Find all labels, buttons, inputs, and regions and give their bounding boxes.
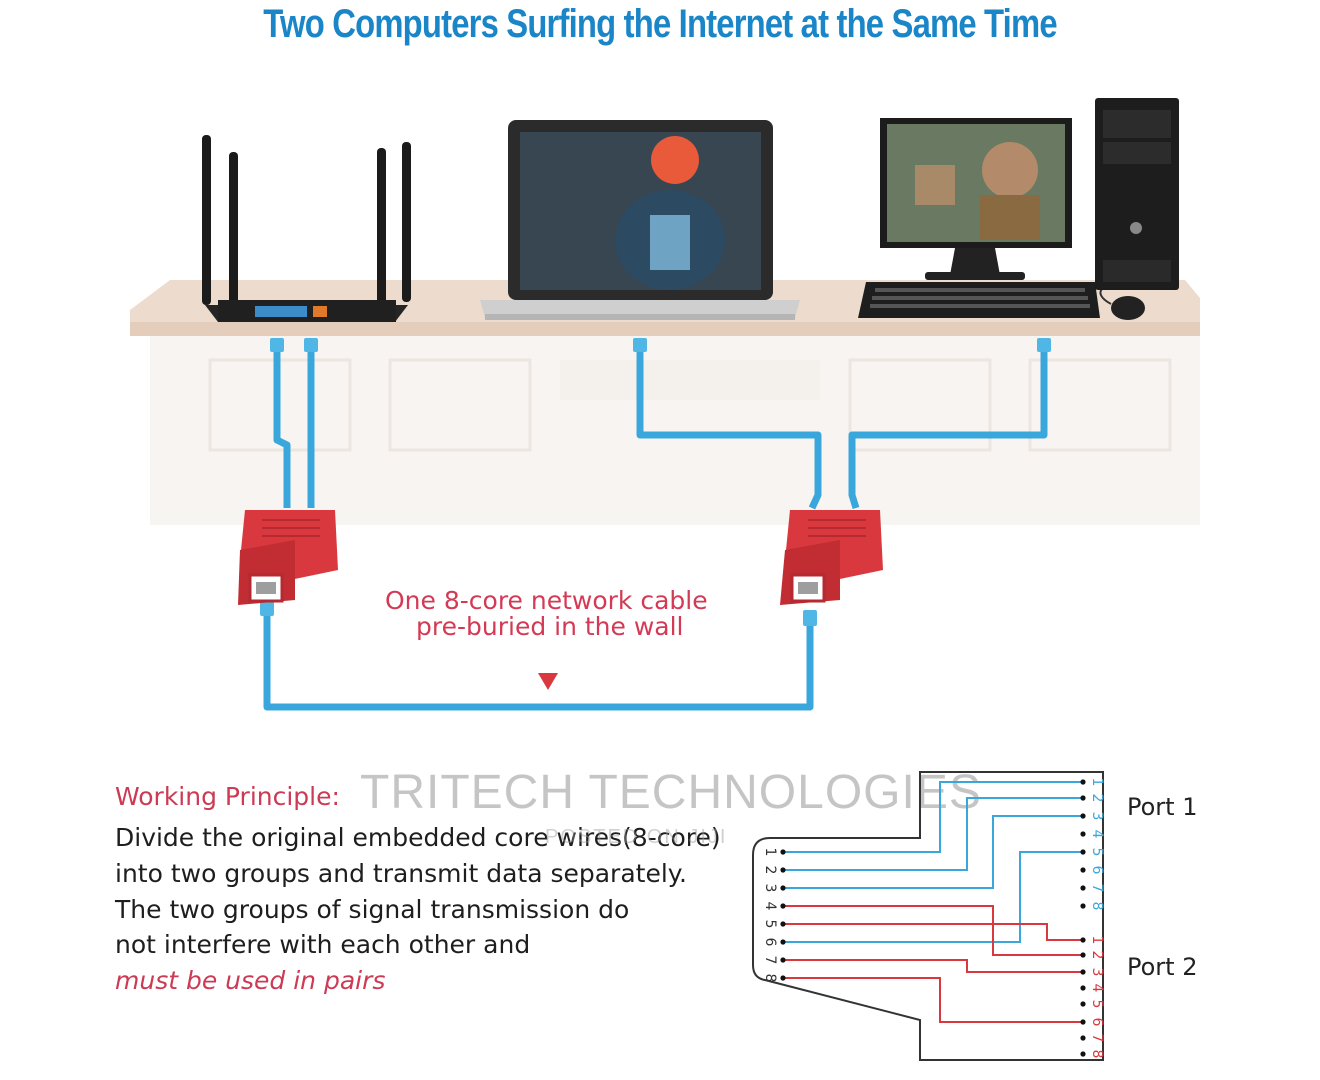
port2-pin-5-label: 5 — [1089, 1000, 1105, 1009]
principle-line-2: into two groups and transmit data separa… — [115, 859, 687, 888]
port1-pin-3-dot — [1080, 813, 1086, 819]
watermark-subtext: POSTED ON JIJI — [545, 826, 728, 848]
port1-pin-7-dot — [1080, 885, 1086, 891]
port2-pin-3-label: 3 — [1089, 968, 1105, 977]
keyboard — [858, 282, 1100, 318]
left-pin-6-label: 6 — [762, 938, 778, 947]
port1-pin-8-dot — [1080, 903, 1086, 909]
port2-pin-4-dot — [1080, 985, 1086, 991]
pinout-diagram: 1 2 3 4 5 6 7 8 1 2 3 4 5 6 7 8 1 2 3 4 5 6 7 8 — [752, 771, 1105, 1061]
router — [202, 135, 411, 322]
desktop-monitor — [880, 118, 1072, 280]
principle-emphasis: must be used in pairs — [115, 966, 386, 995]
left-pin-7-label: 7 — [762, 956, 778, 965]
port2-pin-3-dot — [1080, 969, 1086, 975]
left-pin-3-label: 3 — [762, 884, 778, 893]
cable-note-line2: pre-buried in the wall — [416, 612, 684, 641]
left-pin-2-dot — [780, 867, 786, 873]
tv-cabinet — [150, 325, 1200, 525]
port2-pin-8-dot — [1080, 1051, 1086, 1057]
port2-pin-4-label: 4 — [1089, 984, 1105, 993]
working-principle-heading: Working Principle: — [115, 782, 340, 811]
port1-pin-2-label: 2 — [1089, 794, 1105, 803]
port1-pin-1-dot — [1080, 779, 1086, 785]
port2-pin-1-label: 1 — [1089, 936, 1105, 945]
port2-pin-6-dot — [1080, 1019, 1086, 1025]
left-pin-5-dot — [780, 921, 786, 927]
wire-group-red — [783, 905, 1083, 1023]
port2-pin-7-label: 7 — [1089, 1034, 1105, 1043]
down-arrow-icon — [538, 673, 558, 690]
port1-pin-5-dot — [1080, 849, 1086, 855]
left-pin-2-label: 2 — [762, 866, 778, 875]
splitter-right — [780, 510, 883, 605]
left-pin-3-dot — [780, 885, 786, 891]
port1-pin-7-label: 7 — [1089, 884, 1105, 893]
splitter-left — [238, 510, 338, 605]
port2-pin-2-label: 2 — [1089, 951, 1105, 960]
left-pin-1-dot — [780, 849, 786, 855]
network-scene — [130, 98, 1200, 711]
port2-pin-6-label: 6 — [1089, 1018, 1105, 1027]
port1-pin-4-label: 4 — [1089, 830, 1105, 839]
cable-note-line1: One 8-core network cable — [385, 586, 708, 615]
port1-pin-8-label: 8 — [1089, 902, 1105, 911]
laptop — [480, 120, 800, 320]
page-title: Two Computers Surfing the Internet at th… — [263, 2, 1057, 46]
principle-line-1: Divide the original embedded core wires(… — [115, 823, 721, 852]
port2-pin-7-dot — [1080, 1035, 1086, 1041]
network-cables — [263, 348, 1048, 711]
pin-dots — [780, 779, 1086, 1057]
port-2-label: Port 2 — [1127, 953, 1198, 981]
left-pin-8-label: 8 — [762, 974, 778, 983]
port2-pin-1-dot — [1080, 937, 1086, 943]
port1-pin-4-dot — [1080, 831, 1086, 837]
port2-pin-2-dot — [1080, 952, 1086, 958]
pc-tower — [1095, 98, 1179, 290]
port1-pin-1-label: 1 — [1089, 778, 1105, 787]
mouse — [1111, 296, 1145, 320]
port1-pin-6-label: 6 — [1089, 866, 1105, 875]
left-pin-8-dot — [780, 975, 786, 981]
port1-pin-3-label: 3 — [1089, 812, 1105, 821]
left-pin-5-label: 5 — [762, 920, 778, 929]
port-1-label: Port 1 — [1127, 793, 1198, 821]
connector-outline — [752, 771, 1104, 1061]
principle-line-3: The two groups of signal transmission do — [115, 895, 630, 924]
port1-pin-5-label: 5 — [1089, 848, 1105, 857]
left-pin-4-dot — [780, 903, 786, 909]
rj45-plugs — [260, 338, 1051, 626]
pin-labels: 1 2 3 4 5 6 7 8 1 2 3 4 5 6 7 8 1 2 3 4 5 6 7 8 — [762, 778, 1105, 1059]
left-pin-1-label: 1 — [762, 848, 778, 857]
watermark-text: TRITECH TECHNOLOGIES — [360, 766, 982, 819]
port1-pin-2-dot — [1080, 795, 1086, 801]
port1-pin-6-dot — [1080, 867, 1086, 873]
port2-pin-8-label: 8 — [1089, 1050, 1105, 1059]
principle-line-4: not interfere with each other and — [115, 930, 531, 959]
left-pin-7-dot — [780, 957, 786, 963]
left-pin-4-label: 4 — [762, 902, 778, 911]
left-pin-6-dot — [780, 939, 786, 945]
port2-pin-5-dot — [1080, 1001, 1086, 1007]
wire-group-blue — [783, 781, 1083, 943]
